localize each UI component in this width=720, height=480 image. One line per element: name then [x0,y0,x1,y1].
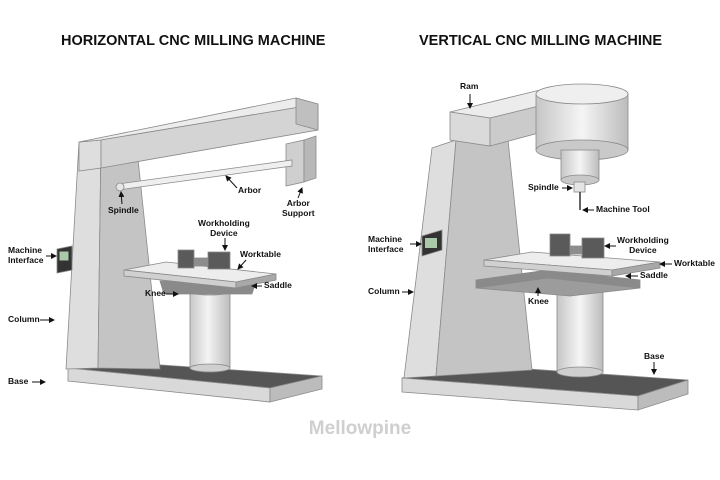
label-column-h: Column [8,314,40,324]
label-machine-tool-v: Machine Tool [596,204,650,214]
horizontal-column [65,139,161,370]
label-knee-v: Knee [528,296,549,306]
horizontal-machine-interface [56,245,73,274]
label-machine-interface-v: Machine Interface [368,234,404,254]
horizontal-machine-title: HORIZONTAL CNC MILLING MACHINE [61,33,326,49]
leader-arbor-h [225,175,238,189]
label-spindle-v: Spindle [528,182,559,192]
label-base-v: Base [644,351,665,361]
label-worktable-h: Worktable [240,249,281,259]
vertical-column [403,139,533,379]
watermark-text: Mellowpine [308,418,412,439]
leader-spindle-h [118,191,125,205]
horizontal-worktable [123,261,277,289]
label-ram-v: Ram [460,81,479,91]
label-spindle-h: Spindle [108,205,139,215]
vertical-spindle-housing [560,149,600,210]
vertical-machine [401,83,689,411]
label-arbor-support-h: Arbor Support [282,198,315,218]
label-workholding-device-v: Workholding Device [617,235,669,255]
leader-arbor-support-h [297,187,303,199]
horizontal-overarm [78,97,319,172]
vertical-head [535,83,629,161]
vertical-workholding-device [549,233,605,259]
vertical-machine-interface [421,229,443,257]
leader-worktable-h [237,259,247,270]
horizontal-machine [56,97,323,403]
label-saddle-h: Saddle [264,280,292,290]
vertical-machine-title: VERTICAL CNC MILLING MACHINE [419,33,663,49]
horizontal-knee [187,286,233,373]
vertical-knee [556,287,604,378]
horizontal-arbor-support [285,135,317,187]
label-saddle-v: Saddle [640,270,668,280]
label-base-h: Base [8,376,29,386]
horizontal-workholding-device [177,249,231,270]
label-machine-interface-h: Machine Interface [8,245,44,265]
label-workholding-device-h: Workholding Device [198,218,250,238]
label-column-v: Column [368,286,400,296]
vertical-leaders [402,94,672,375]
label-knee-h: Knee [145,288,166,298]
horizontal-arbor [115,159,293,192]
label-worktable-v: Worktable [674,258,715,268]
label-arbor-h: Arbor [238,185,262,195]
horizontal-leaders [32,175,303,385]
